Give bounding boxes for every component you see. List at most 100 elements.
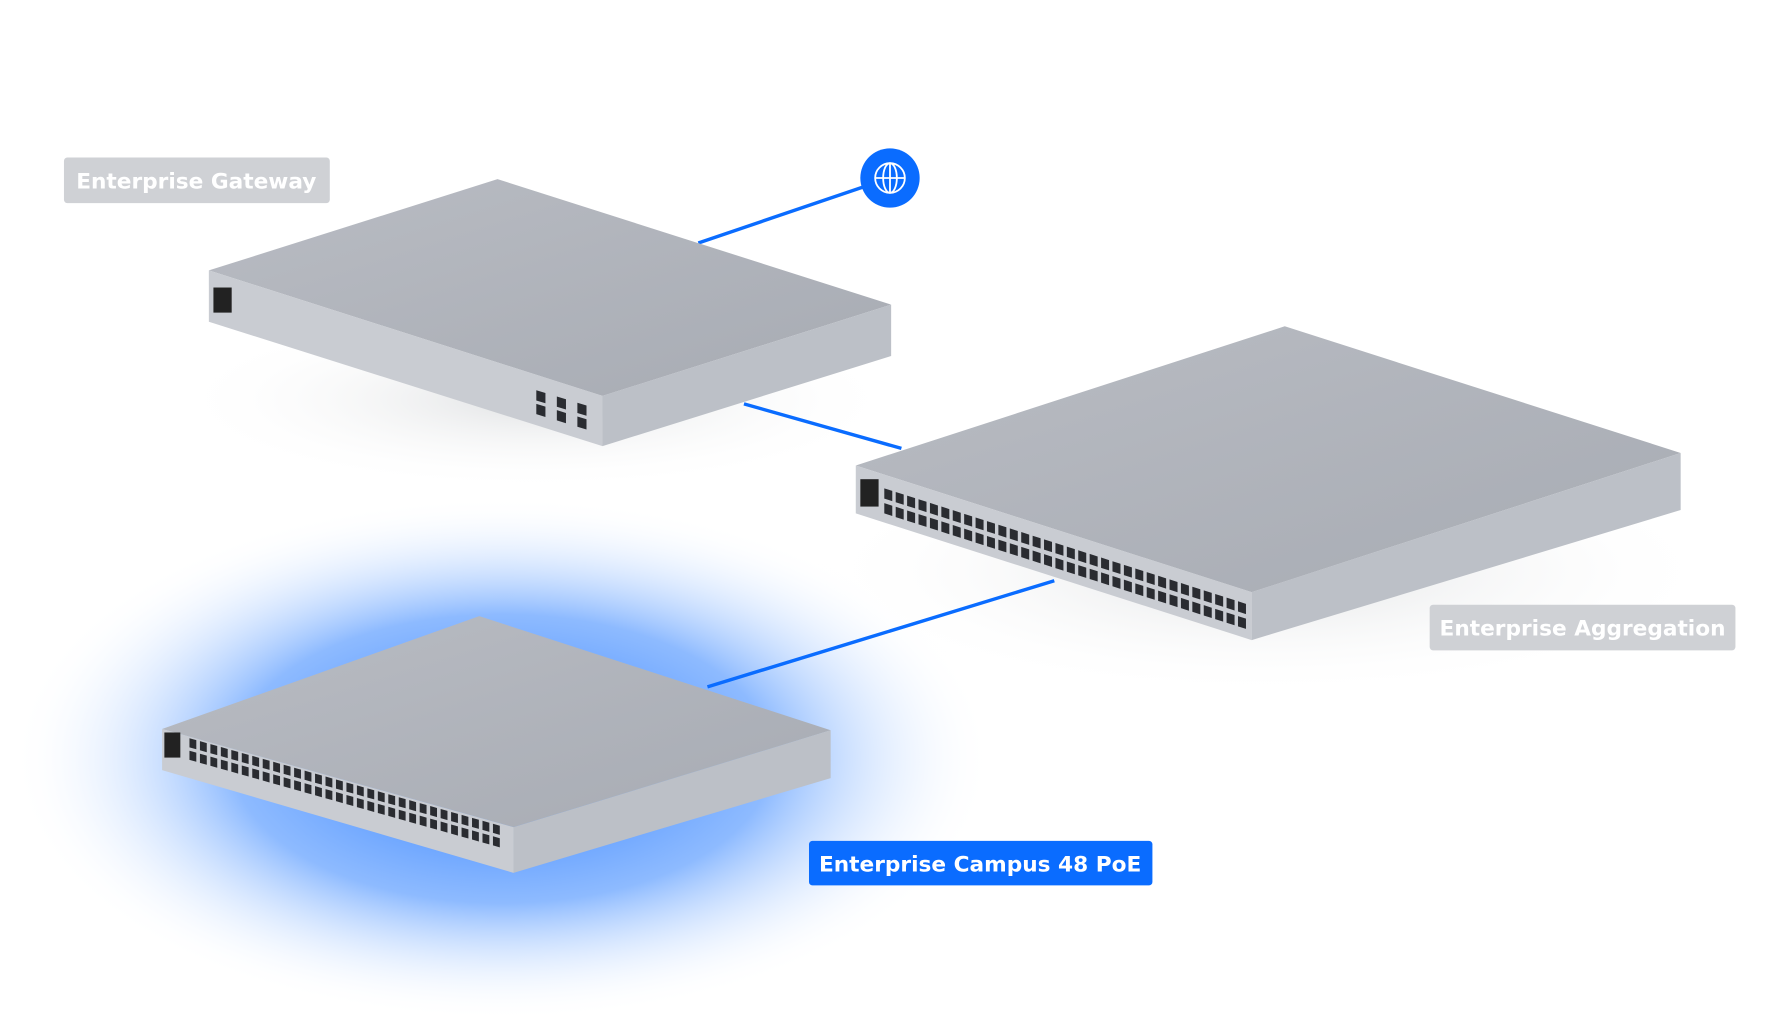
port (1135, 583, 1144, 597)
port (189, 750, 197, 762)
campus-poe-ports (189, 738, 500, 848)
port (1021, 546, 1030, 560)
port (367, 788, 375, 800)
label-text: Enterprise Gateway (76, 169, 316, 194)
port (461, 814, 469, 826)
port (1066, 546, 1075, 560)
port (472, 817, 479, 829)
port (1078, 565, 1087, 578)
port (1089, 553, 1098, 567)
port (1123, 564, 1132, 578)
port (273, 774, 281, 786)
port (262, 771, 270, 783)
port (482, 833, 490, 845)
port (1169, 579, 1178, 593)
internet-node[interactable] (860, 148, 920, 208)
port (536, 403, 546, 417)
port (536, 390, 546, 404)
console-panel (860, 479, 879, 507)
port (918, 514, 927, 527)
port (199, 741, 207, 753)
port (1215, 608, 1224, 622)
port (472, 830, 479, 842)
port (492, 823, 500, 835)
port (252, 768, 260, 780)
port (986, 535, 995, 549)
port (556, 410, 566, 424)
port (210, 744, 218, 756)
port (1123, 579, 1132, 593)
port (556, 396, 566, 410)
port (1078, 550, 1087, 564)
port (430, 806, 438, 818)
port (231, 749, 239, 762)
port (199, 753, 207, 765)
port (315, 786, 322, 798)
port (1192, 601, 1201, 615)
port (1203, 590, 1212, 604)
label-enterprise-aggregation[interactable]: Enterprise Aggregation (1429, 604, 1736, 651)
globe-icon (874, 162, 906, 194)
port (262, 758, 270, 770)
port (315, 773, 322, 785)
port (231, 762, 239, 774)
port (451, 824, 458, 836)
port (1009, 543, 1018, 557)
port (398, 797, 406, 809)
port (1009, 528, 1018, 542)
device-enterprise-campus-48-poe[interactable] (162, 616, 831, 873)
port (1066, 561, 1075, 575)
port (1237, 601, 1246, 615)
port (986, 521, 995, 534)
label-enterprise-campus-48-poe[interactable]: Enterprise Campus 48 PoE (808, 840, 1153, 886)
port (325, 789, 333, 801)
console-panel (213, 287, 232, 313)
port (964, 513, 973, 527)
link-gateway-aggregation (743, 402, 902, 451)
port (1158, 575, 1167, 589)
port (419, 803, 427, 815)
label-text: Enterprise Aggregation (1440, 617, 1726, 642)
port (1180, 597, 1189, 611)
port (492, 836, 500, 848)
port (220, 747, 228, 759)
port (419, 815, 427, 827)
port (241, 752, 249, 764)
port (1180, 583, 1189, 596)
port (975, 517, 984, 531)
port (346, 794, 354, 807)
port (1032, 535, 1041, 549)
port (294, 780, 301, 792)
port (430, 818, 438, 830)
port (929, 502, 938, 516)
port (482, 820, 490, 832)
port (1226, 612, 1235, 626)
port (1044, 554, 1053, 567)
port (1237, 616, 1246, 629)
port (1055, 557, 1064, 571)
port (461, 827, 469, 839)
gateway-ports (536, 390, 587, 430)
port (440, 809, 448, 821)
device-enterprise-aggregation[interactable] (855, 326, 1681, 641)
link-internet-gateway (697, 183, 871, 245)
port (918, 499, 927, 513)
port (356, 785, 364, 797)
port (1101, 572, 1110, 586)
port (907, 495, 916, 509)
port (907, 510, 916, 524)
port (1032, 550, 1041, 564)
port (1112, 561, 1121, 575)
port (998, 539, 1007, 553)
port (1158, 590, 1167, 604)
device-enterprise-gateway[interactable] (208, 179, 892, 447)
port (241, 765, 249, 777)
port (952, 525, 961, 538)
label-text: Enterprise Campus 48 PoE (819, 853, 1141, 878)
port (220, 759, 228, 771)
port (964, 528, 973, 542)
label-enterprise-gateway[interactable]: Enterprise Gateway (63, 157, 330, 204)
port (335, 779, 343, 791)
port (252, 755, 260, 767)
